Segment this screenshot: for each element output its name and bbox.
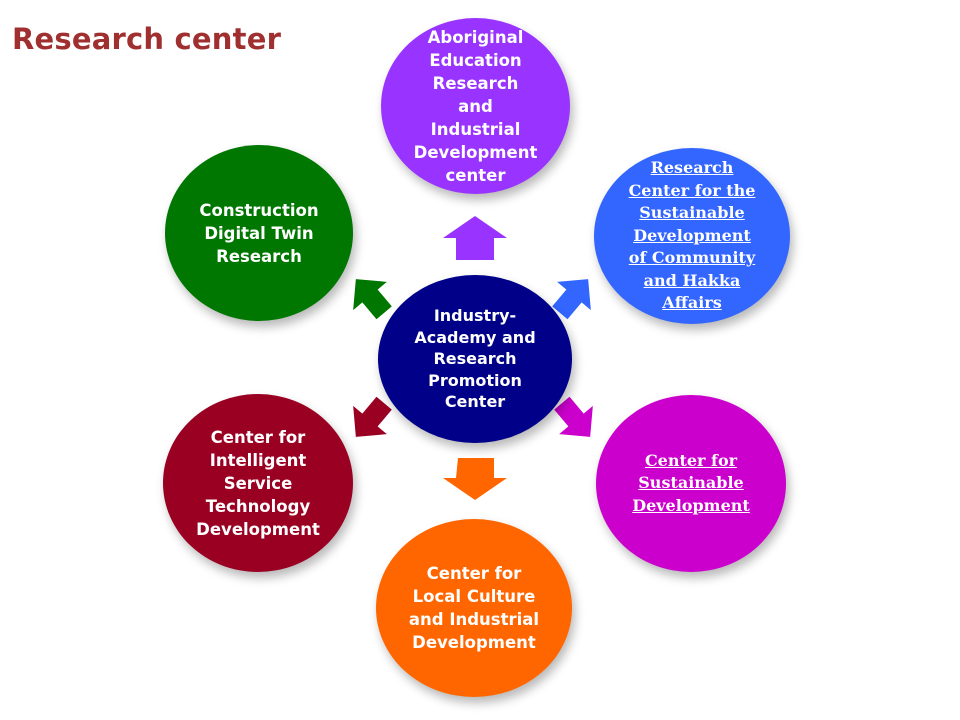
arrow-to-digital-twin — [353, 279, 392, 320]
arrow-to-intelligent-service — [353, 396, 392, 437]
node-intelligent-service-label: Center for Intelligent Service Technolog… — [196, 427, 320, 539]
arrow-to-community-hakka — [552, 279, 591, 320]
arrow-to-aboriginal — [443, 216, 507, 260]
center-node-label: Industry- Academy and Research Promotion… — [414, 306, 536, 412]
node-aboriginal-label: Aboriginal Education Research and Indust… — [413, 27, 538, 185]
arrow-to-sustainable — [554, 396, 593, 437]
node-digital-twin: Construction Digital Twin Research — [165, 145, 353, 321]
node-aboriginal: Aboriginal Education Research and Indust… — [381, 18, 570, 194]
node-sustainable-label[interactable]: Center for Sustainable Development — [632, 450, 750, 515]
center-node: Industry- Academy and Research Promotion… — [378, 275, 572, 443]
node-sustainable: Center for Sustainable Development — [596, 395, 786, 572]
page-title: Research center — [12, 22, 282, 56]
node-community-hakka-label[interactable]: Research Center for the Sustainable Deve… — [628, 158, 756, 313]
node-local-culture-label: Center for Local Culture and Industrial … — [408, 564, 540, 652]
node-intelligent-service: Center for Intelligent Service Technolog… — [163, 394, 353, 572]
node-digital-twin-label: Construction Digital Twin Research — [199, 200, 319, 266]
node-local-culture: Center for Local Culture and Industrial … — [376, 519, 572, 697]
arrow-to-local-culture — [443, 458, 507, 500]
node-community-hakka: Research Center for the Sustainable Deve… — [594, 148, 790, 324]
